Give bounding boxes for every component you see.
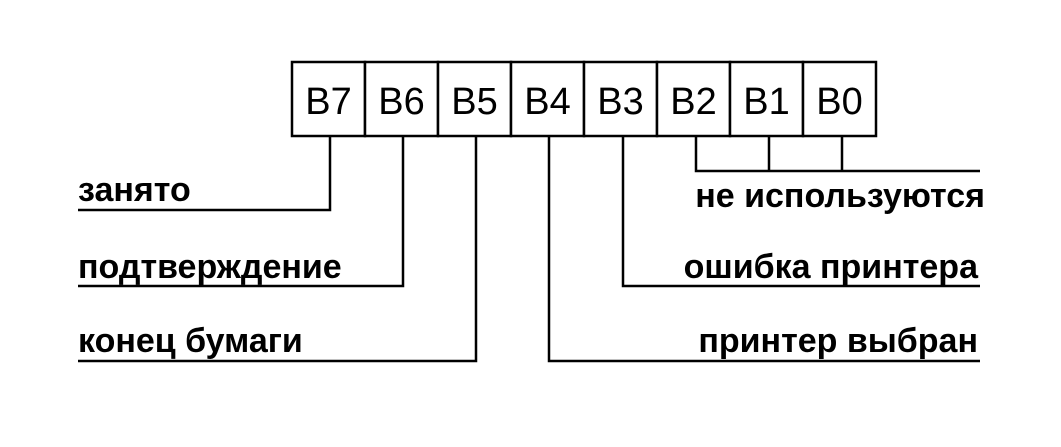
bit-label-b1: B1 <box>743 81 789 123</box>
bit-cell-b0-box <box>801 60 878 138</box>
bit-cell-b7-box <box>290 60 367 138</box>
bit-labels: занято подтверждение конец бумаги не исп… <box>78 171 985 360</box>
label-paper-end: конец бумаги <box>78 322 303 360</box>
leader-lines <box>78 136 980 363</box>
label-acknowledge: подтверждение <box>78 248 342 286</box>
bit-cell-b3-box <box>582 60 659 138</box>
bit-label-b2: B2 <box>670 81 716 123</box>
leader-paper-end <box>78 136 478 363</box>
bit-cell-b5: B5 <box>436 60 513 138</box>
leader-unused <box>694 136 980 173</box>
bit-label-b6: B6 <box>378 81 424 123</box>
bit-cell-b5-box <box>436 60 513 138</box>
label-unused: не используются <box>695 177 985 215</box>
bit-label-b5: B5 <box>451 81 497 123</box>
bit-cell-b7: B7 <box>290 60 367 138</box>
label-printer-error: ошибка принтера <box>684 248 979 286</box>
register-cells: B7 B6 B5 B4 B3 B2 B1 B0 <box>290 60 878 138</box>
bit-cell-b0: B0 <box>801 60 878 138</box>
bit-cell-b1-box <box>728 60 805 138</box>
leader-printer-error <box>621 136 980 288</box>
bit-cell-b3: B3 <box>582 60 659 138</box>
bit-label-b7: B7 <box>305 81 351 123</box>
label-printer-selected: принтер выбран <box>698 322 978 360</box>
bit-cell-b6: B6 <box>363 60 440 138</box>
bit-cell-b4: B4 <box>509 60 586 138</box>
bit-cell-b6-box <box>363 60 440 138</box>
bit-cell-b2-box <box>655 60 732 138</box>
leader-busy <box>78 136 332 212</box>
bit-label-b4: B4 <box>524 81 570 123</box>
leader-acknowledge <box>78 136 405 288</box>
label-busy: занято <box>78 171 191 209</box>
leader-printer-selected <box>547 136 980 363</box>
bit-cell-b2: B2 <box>655 60 732 138</box>
bit-cell-b1: B1 <box>728 60 805 138</box>
bit-label-b0: B0 <box>816 81 862 123</box>
bit-label-b3: B3 <box>597 81 643 123</box>
